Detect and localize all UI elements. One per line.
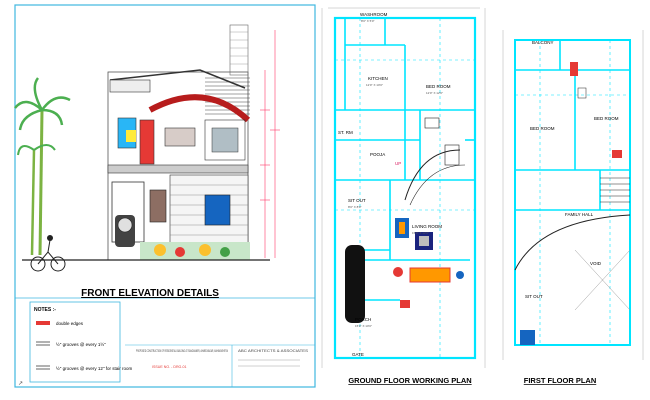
- room-kitchen: KITCHEN: [368, 76, 388, 81]
- room-bedroom: BED ROOM: [426, 84, 451, 89]
- room-sitout-dim: 8'0" X 8'0": [348, 205, 362, 209]
- room-balcony: BALCONY: [532, 40, 554, 45]
- tree-icon: [14, 77, 71, 256]
- elevation-sheet: FRONT ELEVATION DETAILS NOTES :- double …: [14, 4, 316, 388]
- front-elevation-drawing: [14, 24, 280, 272]
- note-item-2: ½" grooves @ every 1½": [56, 341, 106, 347]
- notes-heading: NOTES :-: [34, 307, 56, 313]
- ground-floor-plan: WASHROOM 8'0" X 5'0" KITCHEN 12'0" X 10'…: [321, 7, 486, 385]
- room-washroom: WASHROOM: [360, 12, 388, 17]
- room-bedroom-dim: 12'0" X 12'0": [426, 91, 443, 95]
- sheet-number: ISSUE NO. - DRG-01: [152, 365, 187, 369]
- room-washroom-dim: 8'0" X 5'0": [361, 19, 375, 23]
- room-stair: ST. RM: [338, 130, 353, 135]
- room-kitchen-dim: 12'0" X 10'0": [366, 83, 383, 87]
- room-sitout: SIT OUT: [348, 198, 366, 203]
- project-title: PROPOSED CONSTRUCTION OF RESIDENTIAL BUI…: [136, 349, 228, 353]
- elevation-title: FRONT ELEVATION DETAILS: [81, 288, 219, 299]
- room-void: VOID: [590, 261, 602, 266]
- room-porch: PORCH: [355, 317, 371, 322]
- room-family-hall: FAMILY HALL: [565, 212, 594, 217]
- room-up: UP: [395, 161, 401, 166]
- first-floor-plan: BALCONY BED ROOM BED ROOM FAMILY HALL VO…: [502, 30, 644, 385]
- elevation-frame: [14, 4, 316, 388]
- room-living: LIVING ROOM: [412, 224, 442, 229]
- car-icon: [345, 245, 365, 323]
- svg-text:↗: ↗: [18, 381, 23, 387]
- room-pooja: POOJA: [370, 152, 385, 157]
- room-gate: GATE: [352, 352, 364, 357]
- notes-box: NOTES :- double edges ½" grooves @ every…: [29, 301, 133, 383]
- note-item-3: ½" grooves @ every 12" for stair room: [56, 365, 133, 371]
- title-block: PROPOSED CONSTRUCTION OF RESIDENTIAL BUI…: [125, 344, 315, 387]
- room-bedroom-1: BED ROOM: [530, 126, 555, 131]
- room-porch-dim: 15'0" X 10'0": [355, 324, 372, 328]
- room-sitout-first: SIT OUT: [525, 294, 543, 299]
- firm-name: ABC ARCHITECTS & ASSOCIATES: [238, 349, 309, 353]
- ground-floor-title: GROUND FLOOR WORKING PLAN: [348, 376, 471, 385]
- bicycle-icon: [30, 235, 66, 272]
- room-living-dim: 15'0" X 12'0": [412, 231, 429, 235]
- first-floor-title: FIRST FLOOR PLAN: [524, 376, 597, 385]
- note-item-1: double edges: [56, 321, 84, 326]
- room-bedroom-2: BED ROOM: [594, 116, 619, 121]
